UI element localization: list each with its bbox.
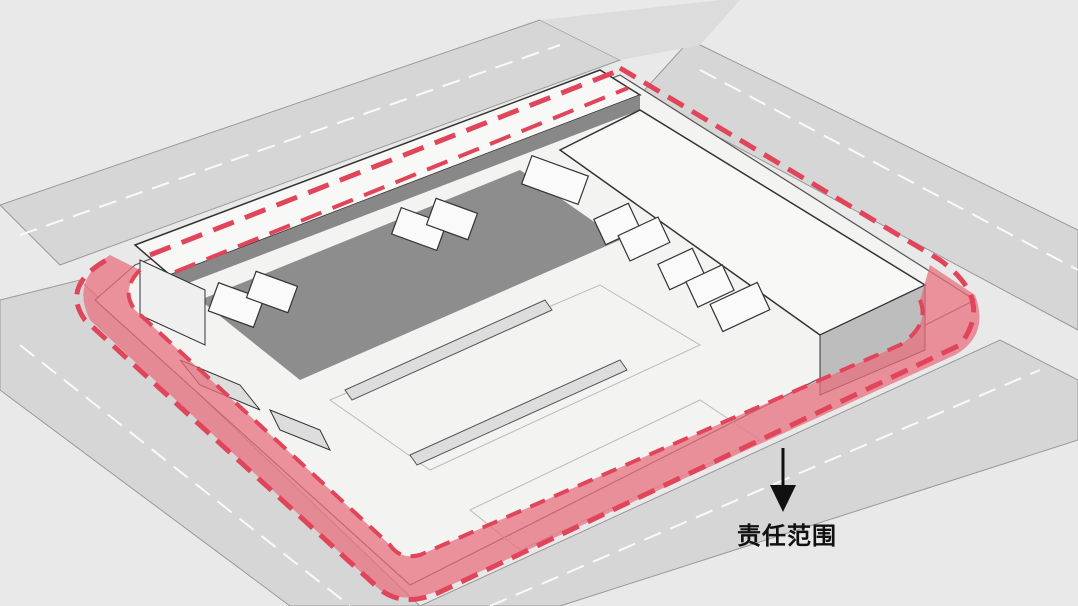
planter-island — [409, 359, 628, 466]
bus — [425, 197, 479, 241]
lane-marking — [489, 369, 1041, 606]
intersection-top — [540, 0, 740, 60]
buses — [207, 154, 771, 333]
road-right — [639, 39, 1078, 331]
lane-marking — [699, 69, 1078, 271]
zone-roof-dashed — [174, 86, 629, 274]
road-bottom — [419, 339, 1078, 606]
bus — [520, 154, 590, 206]
office-building — [139, 259, 206, 346]
responsibility-zone-label: 责任范围 — [737, 522, 837, 550]
zone-inner-dashed — [126, 268, 925, 559]
gatehouse — [268, 409, 332, 451]
bus — [390, 206, 448, 252]
bus — [685, 264, 735, 308]
bus — [617, 216, 671, 262]
bus — [245, 270, 299, 314]
zone-band-fill — [83, 255, 980, 598]
arrow-down-icon — [770, 448, 796, 512]
bus — [709, 281, 771, 333]
canopy-front — [170, 95, 640, 290]
bus — [207, 281, 265, 329]
planter-island — [344, 299, 553, 401]
bus-parking-area — [200, 170, 620, 380]
lane-marking — [19, 44, 561, 236]
zone-roof-dashed — [149, 69, 616, 258]
lane-marking — [19, 344, 351, 606]
zone-outer-dashed — [74, 65, 977, 603]
responsibility-zone — [74, 65, 980, 603]
